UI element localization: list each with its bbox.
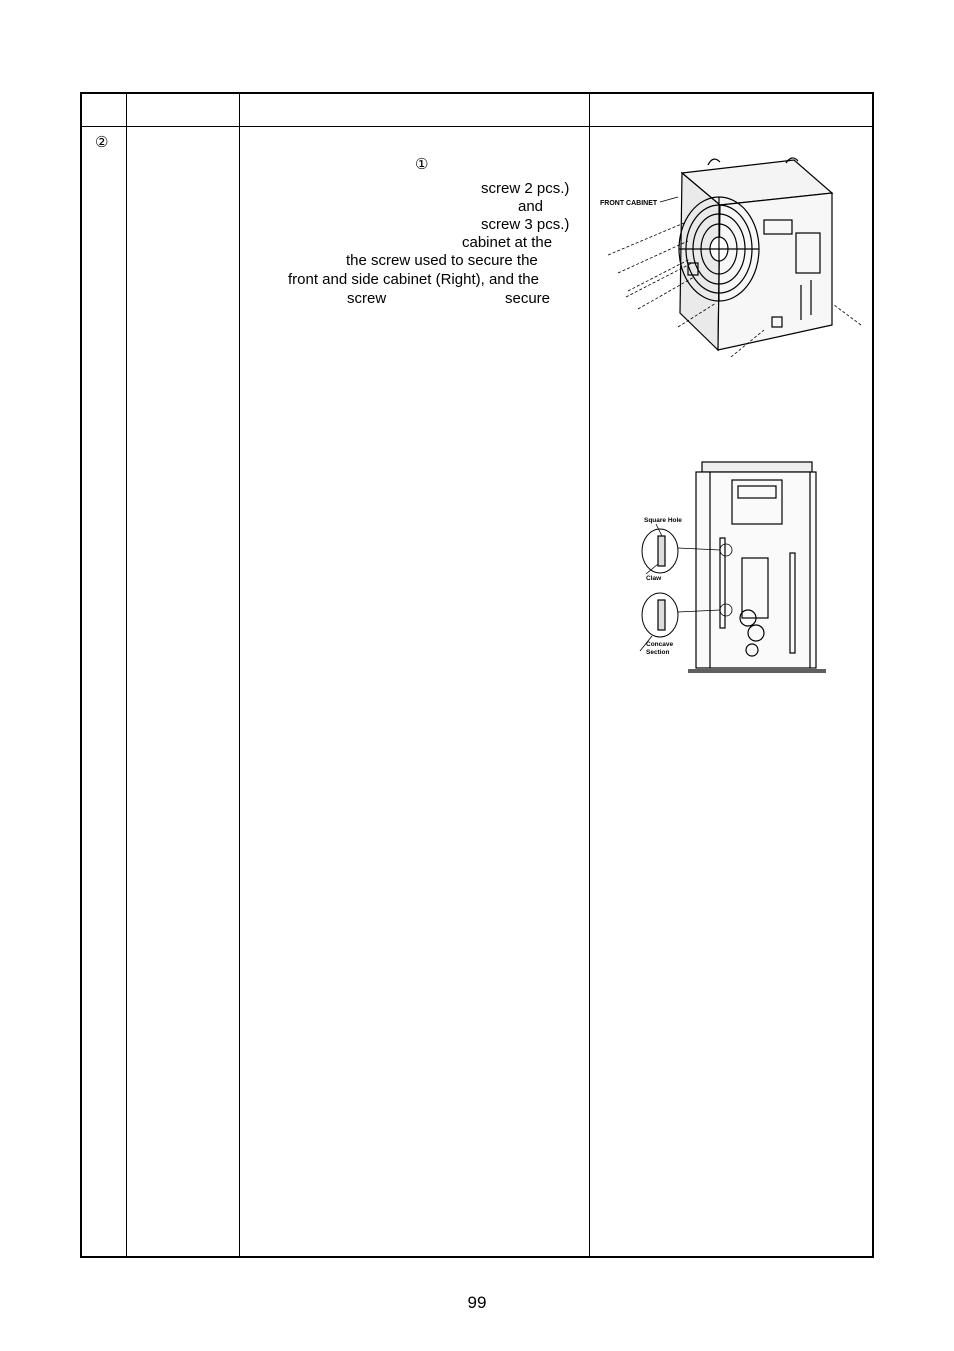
procedure-line: screw 2 pcs.) <box>481 180 570 197</box>
column-divider-2 <box>239 94 240 1256</box>
front-cabinet-label: FRONT CABINET <box>600 200 658 207</box>
procedure-line: cabinet at the <box>462 234 553 251</box>
procedure-table <box>80 92 874 1258</box>
section-label: Section <box>646 649 670 656</box>
procedure-line: and <box>518 198 544 215</box>
procedure-line: front and side cabinet (Right), and the <box>288 271 539 288</box>
claw-label: Claw <box>646 575 662 582</box>
procedure-line: the screw used to secure the <box>346 252 538 269</box>
reference-marker: ① <box>415 156 429 173</box>
procedure-line: screw 3 pcs.) <box>481 216 570 233</box>
procedure-line: secure <box>505 290 551 307</box>
square-hole-label: Square Hole <box>644 517 682 524</box>
header-row-divider <box>82 126 872 127</box>
page-number: 99 <box>467 1293 487 1312</box>
front-cabinet-figure: FRONT CABINET <box>600 157 862 358</box>
concave-label: Concave <box>646 641 673 648</box>
step-number: ② <box>95 134 109 151</box>
procedure-line: screw <box>347 290 387 307</box>
column-divider-3 <box>589 94 590 1256</box>
column-divider-1 <box>126 94 127 1256</box>
claw-detail-figure: Square Hole Claw Concave Section <box>639 461 826 673</box>
